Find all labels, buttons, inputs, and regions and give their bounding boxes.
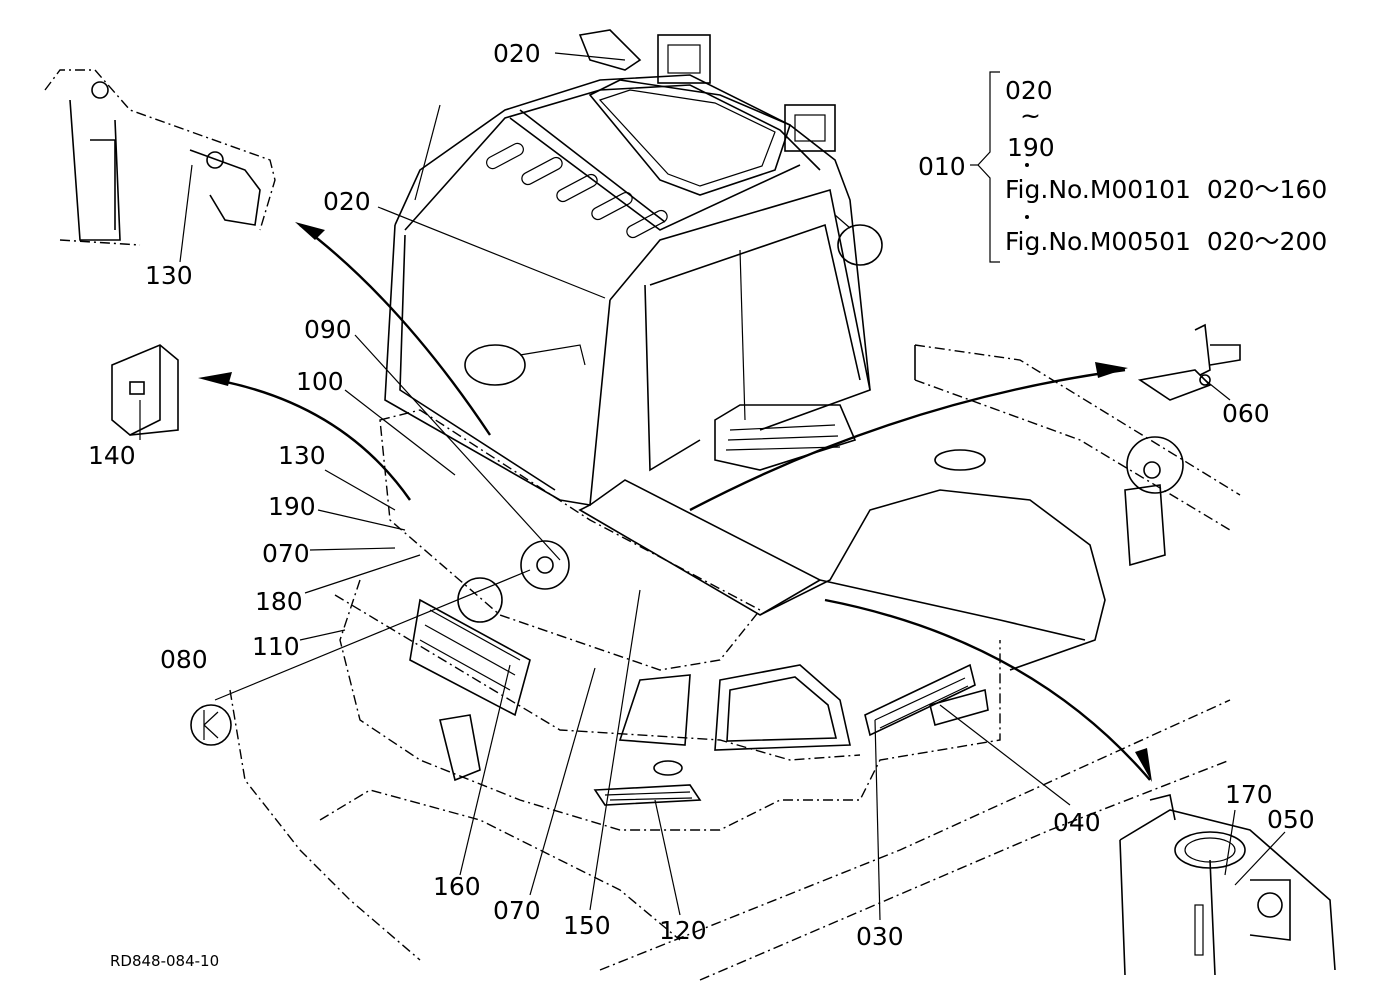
callout-080: 080 <box>160 645 208 674</box>
body-drawing <box>229 344 1241 981</box>
callout-050: 050 <box>1267 805 1315 834</box>
drawing-code: RD848-084-10 <box>110 952 219 970</box>
callout-060: 060 <box>1222 399 1270 428</box>
callout-120: 120 <box>659 916 707 945</box>
group-text: 010 020 ~ 190 Fig.No.M00101 020～160 Fig.… <box>918 76 1327 256</box>
range-top: 020 <box>1005 76 1053 105</box>
callout-180: 180 <box>255 587 303 616</box>
callout-100: 100 <box>296 367 344 396</box>
callout-leaders <box>139 52 1286 921</box>
group-id: 010 <box>918 152 966 181</box>
inset-frame-bottom-right <box>1119 794 1336 976</box>
callout-040: 040 <box>1053 808 1101 837</box>
callout-030: 030 <box>856 922 904 951</box>
callout-130-frame: 130 <box>145 261 193 290</box>
part-callouts: 020 020 130 090 100 140 130 190 070 180 … <box>88 39 1315 951</box>
callout-110: 110 <box>252 632 300 661</box>
range-bottom: 190 <box>1007 133 1055 162</box>
inset-frame-top-left <box>44 69 276 246</box>
inset-bracket-left <box>111 344 179 436</box>
figure-ref-2: Fig.No.M00501 020～200 <box>1005 227 1327 256</box>
callout-150: 150 <box>563 911 611 940</box>
range-tilde: ~ <box>1020 101 1041 130</box>
callout-020-top: 020 <box>493 39 541 68</box>
cab-drawing <box>384 29 883 506</box>
callout-140: 140 <box>88 441 136 470</box>
callout-090: 090 <box>304 315 352 344</box>
callout-130-body: 130 <box>278 441 326 470</box>
group-bracket <box>970 71 1029 263</box>
callout-070-left: 070 <box>262 539 310 568</box>
callout-170: 170 <box>1225 780 1273 809</box>
figure-ref-1: Fig.No.M00101 020～160 <box>1005 175 1327 204</box>
callout-190: 190 <box>268 492 316 521</box>
leader-arrows <box>198 222 1152 782</box>
callout-160: 160 <box>433 872 481 901</box>
callout-070-bottom: 070 <box>493 896 541 925</box>
emblem-badge <box>190 704 232 746</box>
callout-020-cab: 020 <box>323 187 371 216</box>
inset-bracket-right <box>1137 323 1241 401</box>
